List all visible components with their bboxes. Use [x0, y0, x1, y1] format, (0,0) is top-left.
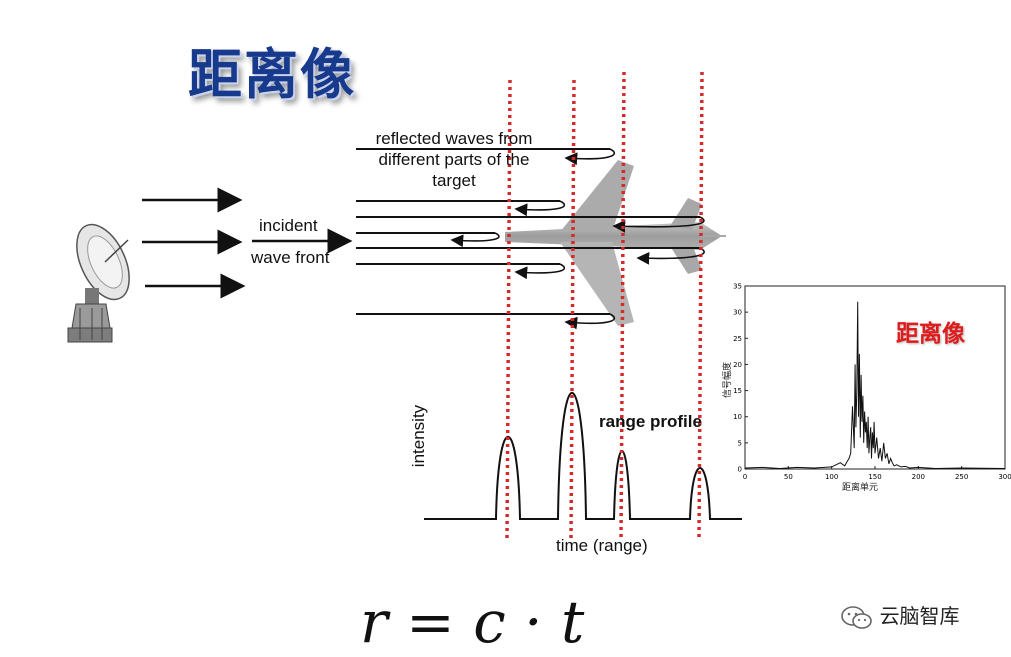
y-tick-label: 25	[733, 335, 742, 343]
page-title: 距离像	[188, 43, 356, 106]
chart-title: 距离像	[896, 321, 965, 347]
x-tick-label: 100	[825, 473, 838, 481]
y-tick-label: 30	[733, 309, 742, 317]
reflected-label-line-3: target	[432, 171, 476, 190]
radar-dish-icon	[67, 223, 130, 343]
y-tick-label: 5	[738, 439, 742, 447]
y-axis: 0 5 10 15 20 25 30 35	[733, 283, 748, 474]
chart-ylabel: 信号幅度	[721, 362, 733, 398]
x-tick-label: 0	[743, 473, 747, 481]
intensity-label: intensity	[409, 404, 429, 468]
wave-front-label: wave front	[251, 248, 330, 267]
formula: r = c · t	[360, 588, 585, 656]
x-tick-label: 250	[955, 473, 968, 481]
y-tick-label: 10	[733, 413, 742, 421]
range-profile-label: range profile	[599, 412, 702, 431]
reflected-arrows	[450, 148, 705, 330]
airplane-icon	[505, 160, 726, 326]
dotted-markers	[505, 71, 704, 541]
reflected-label-line-2: different parts of the	[378, 150, 530, 169]
incident-arrows	[142, 187, 353, 299]
time-axis-label: time (range)	[556, 536, 648, 555]
reflected-label: reflected waves from different parts of …	[362, 129, 546, 191]
watermark: 云脑智库	[840, 600, 960, 631]
x-tick-label: 50	[784, 473, 793, 481]
range-image-chart: 0 5 10 15 20 25 30 35 0 50 100 150 200 250 300 距离单元 信…	[721, 283, 1011, 494]
wechat-icon	[841, 605, 872, 629]
y-tick-label: 15	[733, 387, 742, 395]
x-tick-label: 300	[998, 473, 1011, 481]
y-tick-label: 0	[738, 466, 742, 474]
range-profile-plot	[424, 392, 742, 520]
watermark-text: 云脑智库	[879, 606, 960, 628]
wave-lines	[356, 148, 700, 315]
x-tick-label: 150	[868, 473, 881, 481]
x-tick-label: 200	[912, 473, 925, 481]
chart-series-line	[744, 301, 1006, 470]
chart-xlabel: 距离单元	[842, 481, 878, 493]
reflected-label-line-1: reflected waves from	[375, 129, 533, 148]
y-tick-label: 20	[733, 361, 742, 369]
y-tick-label: 35	[733, 283, 742, 291]
incident-label: incident	[259, 216, 318, 235]
